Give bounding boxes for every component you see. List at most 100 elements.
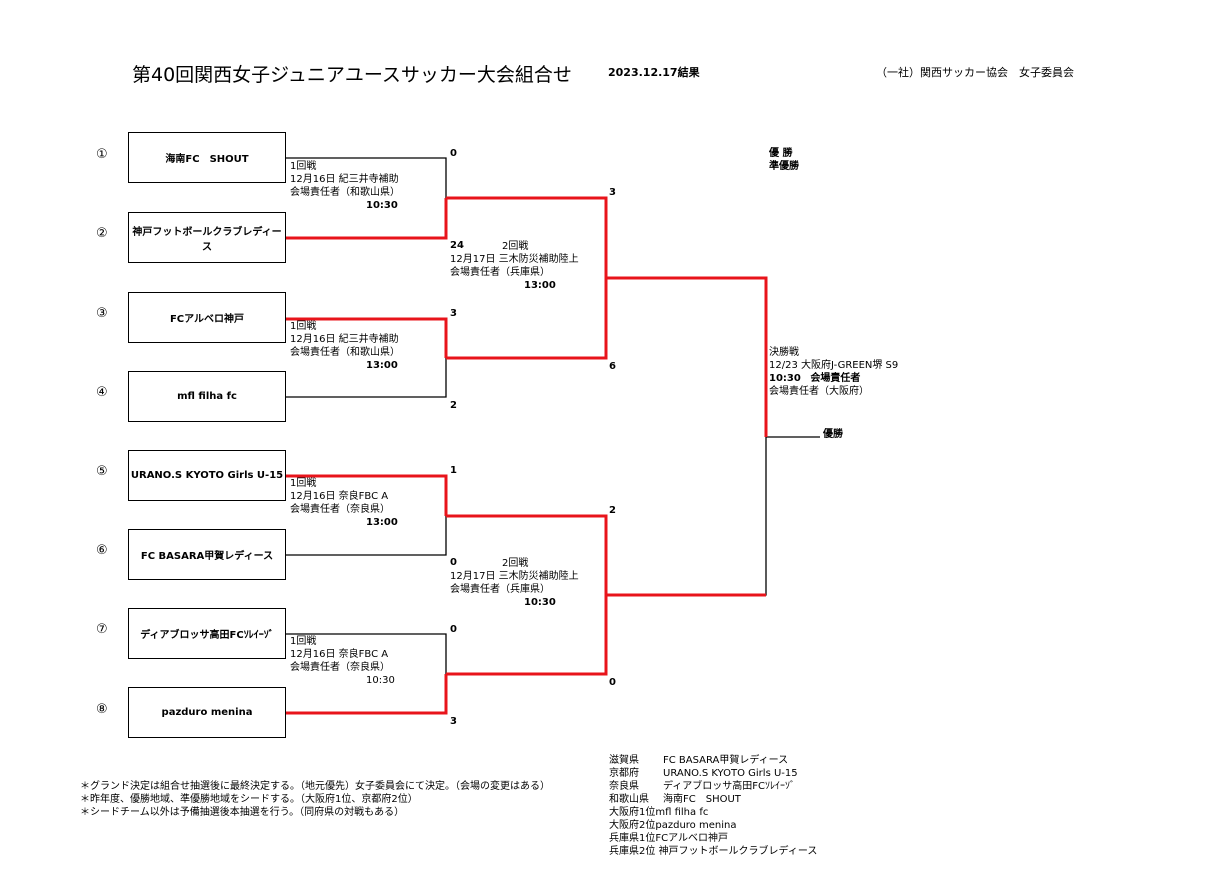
pref-name: 大阪府2位: [609, 820, 656, 831]
pref-name: 兵庫県1位: [609, 833, 656, 844]
pref-team: 海南FC SHOUT: [663, 794, 741, 805]
venue-officer: 会場責任者（兵庫県）: [450, 584, 550, 595]
pref-team: mfl filha fc: [655, 807, 709, 818]
score: 24: [450, 240, 464, 251]
r1-match-info: 1回戦 12月16日 紀三井寺補助 会場責任者（和歌山県） 13:00: [290, 320, 400, 372]
score: 0: [450, 624, 457, 635]
notes: ＊グランド決定は組合せ抽選後に最終決定する。（地元優先）女子委員会にて決定。（会…: [80, 780, 550, 819]
match-date-venue: 12月16日 紀三井寺補助: [290, 174, 399, 185]
list-item: 滋賀県 FC BASARA甲賀レディース: [609, 754, 817, 767]
results-block: 優 勝 準優勝: [769, 147, 799, 173]
pref-name: 滋賀県: [609, 755, 639, 766]
score: 6: [609, 361, 616, 372]
score: 0: [450, 557, 457, 568]
score: 2: [609, 505, 616, 516]
venue-officer: 会場責任者（兵庫県）: [450, 267, 550, 278]
note-line: ＊グランド決定は組合せ抽選後に最終決定する。（地元優先）女子委員会にて決定。（会…: [80, 781, 550, 792]
seed-number: ⑤: [96, 464, 108, 479]
team-box: FC BASARA甲賀レディース: [128, 529, 286, 580]
seed-number: ⑧: [96, 702, 108, 717]
team-box: URANO.S KYOTO Girls U-15: [128, 450, 286, 501]
pref-name: 兵庫県2位: [609, 846, 656, 857]
list-item: 京都府 URANO.S KYOTO Girls U-15: [609, 767, 817, 780]
pref-team: ディアブロッサ高田FCｿﾚｲｰｿﾞ: [663, 781, 796, 792]
match-date-venue: 12月16日 奈良FBC A: [290, 649, 389, 660]
venue-officer: 会場責任者（大阪府）: [769, 386, 869, 397]
pref-name: 和歌山県: [609, 794, 649, 805]
page-title: 第40回関西女子ジュニアユースサッカー大会組合せ: [132, 64, 572, 86]
r1-m4-top-line: [286, 633, 447, 674]
kickoff-time: 10:30: [366, 675, 395, 686]
match-date-venue: 12月17日 三木防災補助陸上: [450, 571, 579, 582]
score: 1: [450, 465, 457, 476]
kickoff-time: 10:30: [769, 373, 801, 384]
seed-number: ⑦: [96, 622, 108, 637]
note-line: ＊昨年度、優勝地域、準優勝地域をシードする。（大阪府1位、京都府2位）: [80, 794, 418, 805]
r2-m1-line: [446, 196, 608, 278]
list-item: 和歌山県 海南FC SHOUT: [609, 793, 817, 806]
final-bottom-line: [606, 278, 767, 596]
organizer: （一社）関西サッカー協会 女子委員会: [876, 66, 1074, 79]
match-date-venue: 12月17日 三木防災補助陸上: [450, 254, 579, 265]
venue-officer: 会場責任者（奈良県）: [290, 504, 390, 515]
match-date-venue: 12月16日 紀三井寺補助: [290, 334, 399, 345]
pref-team: pazduro menina: [655, 820, 737, 831]
round-label: 2回戦: [502, 558, 529, 569]
prefecture-list: 滋賀県 FC BASARA甲賀レディース 京都府 URANO.S KYOTO Gir…: [609, 754, 817, 858]
team-box: 神戸フットボールクラブレディース: [128, 212, 286, 263]
r1-m3-winner-line: [286, 474, 448, 516]
venue-officer: 会場責任者（和歌山県）: [290, 347, 400, 358]
champion-label: 優 勝: [769, 148, 793, 159]
r2-m2-winner-line: [446, 514, 608, 595]
result-date: 2023.12.17結果: [608, 66, 700, 79]
r1-match-info: 1回戦 12月16日 奈良FBC A 会場責任者（奈良県） 13:00: [290, 477, 398, 529]
r2-m1-winner-line: [446, 278, 608, 360]
round-label: 決勝戦: [769, 347, 799, 358]
venue-officer: 会場責任者（奈良県）: [290, 662, 390, 673]
note-line: ＊シードチーム以外は予備抽選後本抽選を行う。（同府県の対戦もある）: [80, 807, 405, 818]
list-item: 兵庫県2位 神戸フットボールクラブレディース: [609, 845, 817, 858]
pref-team: 神戸フットボールクラブレディース: [658, 846, 818, 857]
runnerup-label: 準優勝: [769, 161, 799, 172]
kickoff-time: 10:30: [524, 597, 556, 608]
match-date-venue: 12/23 大阪府J-GREEN堺 S9: [769, 360, 899, 371]
pref-team: URANO.S KYOTO Girls U-15: [663, 768, 798, 779]
list-item: 大阪府1位mfl filha fc: [609, 806, 817, 819]
team-box: pazduro menina: [128, 687, 286, 738]
score: 3: [450, 716, 457, 727]
round-label: 1回戦: [290, 321, 317, 332]
winner-label: 優勝: [823, 429, 843, 440]
seed-number: ④: [96, 385, 108, 400]
r1-m3-bottom-line: [286, 516, 447, 556]
r1-match-info: 1回戦 12月16日 紀三井寺補助 会場責任者（和歌山県） 10:30: [290, 160, 400, 212]
final-top-line: [606, 276, 768, 437]
pref-team: FC BASARA甲賀レディース: [663, 755, 789, 766]
seed-number: ③: [96, 306, 108, 321]
r1-match-info: 1回戦 12月16日 奈良FBC A 会場責任者（奈良県） 10:30: [290, 635, 395, 687]
r1-m2-bottom-line: [286, 358, 447, 398]
team-box: ディアブロッサ高田FCｿﾚｲｰｿﾞ: [128, 608, 286, 659]
score: 3: [609, 187, 616, 198]
r1-m1-winner-line: [286, 198, 448, 240]
final-match-info: 決勝戦 12/23 大阪府J-GREEN堺 S9 10:30 会場責任者 会場責…: [769, 346, 898, 398]
r2-m2-line: [446, 595, 608, 676]
kickoff-time: 13:00: [366, 517, 398, 528]
kickoff-time: 10:30: [366, 200, 398, 211]
pref-name: 京都府: [609, 768, 639, 779]
team-box: 海南FC SHOUT: [128, 132, 286, 183]
venue-officer: 会場責任者（和歌山県）: [290, 187, 400, 198]
kickoff-time: 13:00: [366, 360, 398, 371]
pref-name: 大阪府1位: [609, 807, 656, 818]
officer-title: 会場責任者: [810, 373, 861, 384]
score: 2: [450, 400, 457, 411]
team-box: FCアルベロ神戸: [128, 292, 286, 343]
r2-match-info: 2回戦 12月17日 三木防災補助陸上 会場責任者（兵庫県） 10:30: [450, 557, 579, 609]
r1-m2-winner-line: [286, 317, 448, 358]
match-date-venue: 12月16日 奈良FBC A: [290, 491, 389, 502]
list-item: 奈良県ディアブロッサ高田FCｿﾚｲｰｿﾞ: [609, 780, 817, 793]
round-label: 1回戦: [290, 478, 317, 489]
score: 3: [450, 308, 457, 319]
kickoff-time: 13:00: [524, 280, 556, 291]
score: 0: [450, 148, 457, 159]
